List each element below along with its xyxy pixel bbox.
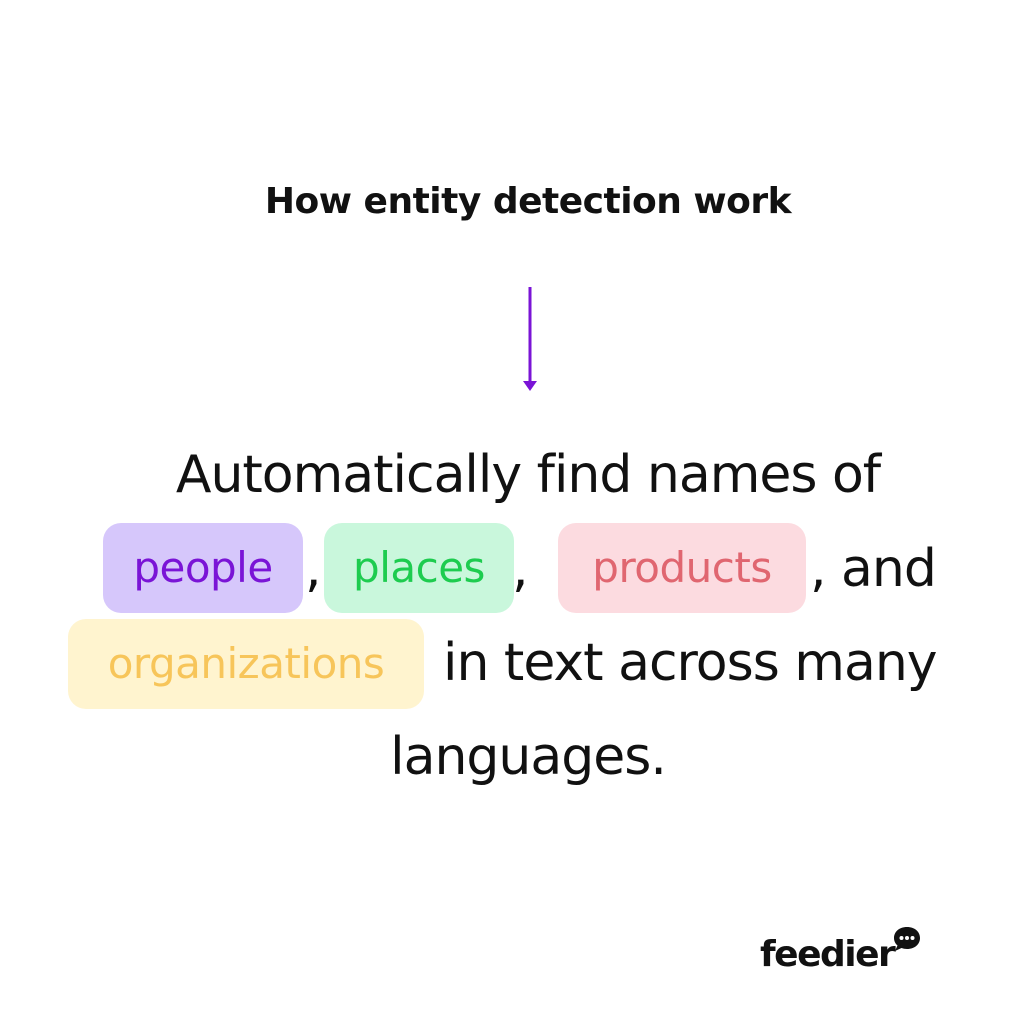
- feedier-logo: feedier: [760, 925, 922, 985]
- comma-separator: ,: [512, 539, 529, 599]
- sentence-and: , and: [810, 539, 937, 599]
- entity-chip-people: people: [103, 523, 303, 613]
- entity-chip-organizations: organizations: [68, 619, 424, 709]
- arrow-down-icon: [523, 287, 537, 391]
- sentence-line-1: Automatically find names of: [175, 445, 881, 505]
- sentence-line-3: in text across many: [443, 633, 938, 693]
- entity-chip-products: products: [558, 523, 806, 613]
- logo-text: feedier: [760, 934, 896, 975]
- chat-bubble-icon: [894, 927, 921, 951]
- page-title: How entity detection work: [264, 181, 792, 222]
- sentence-line-4: languages.: [390, 727, 667, 787]
- comma-separator: ,: [305, 539, 322, 599]
- entity-chip-places: places: [324, 523, 514, 613]
